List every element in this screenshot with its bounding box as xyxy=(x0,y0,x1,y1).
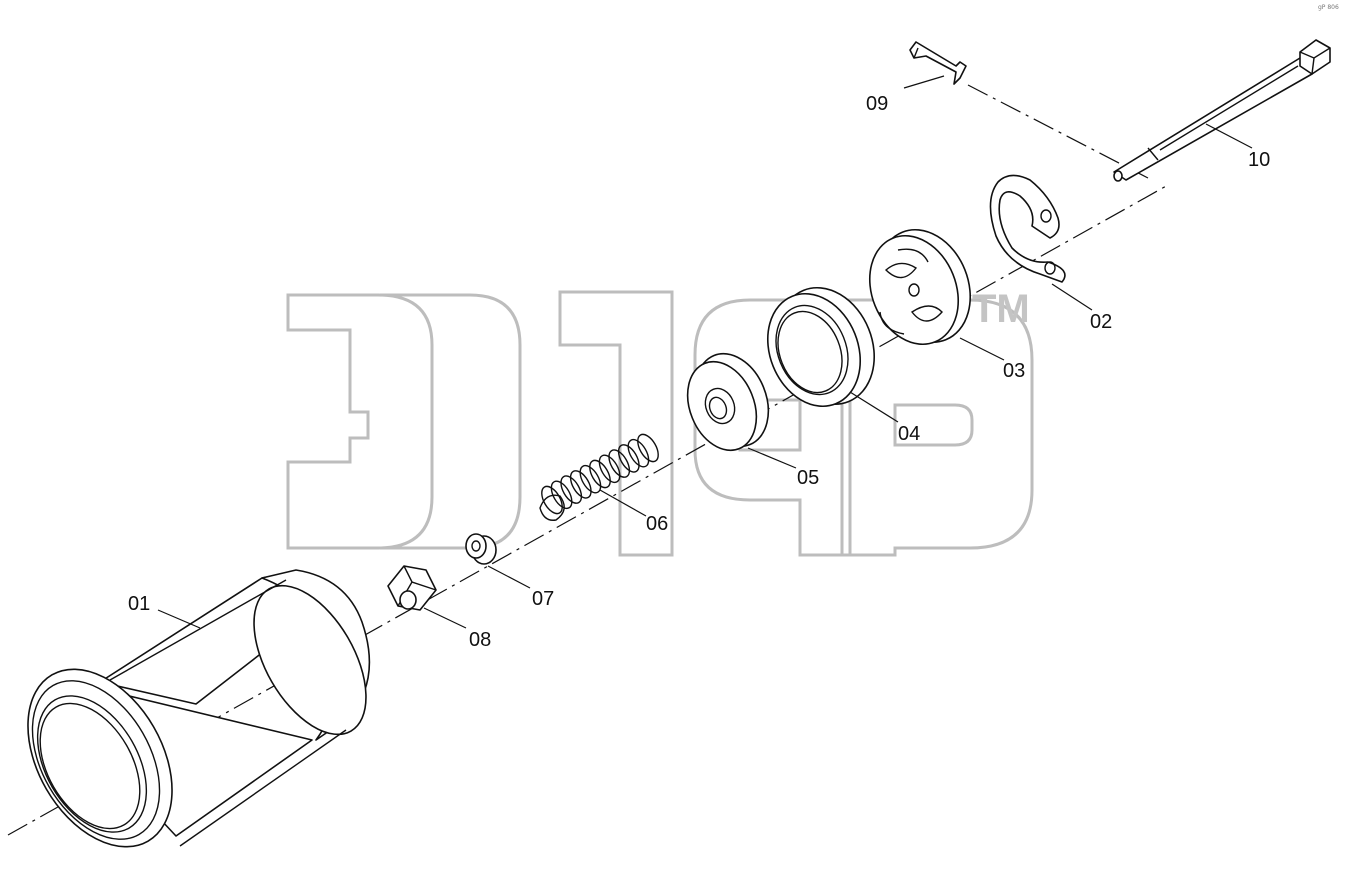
part-04-ring xyxy=(766,286,876,408)
part-08-hex-nut xyxy=(387,565,437,611)
label-01: 01 xyxy=(128,593,150,615)
part-05-disc xyxy=(686,352,770,452)
part-02-circlip xyxy=(989,174,1066,283)
part-03-valve-plate xyxy=(868,228,972,346)
label-06: 06 xyxy=(646,513,668,535)
watermark-tm: TM xyxy=(972,287,1030,331)
label-04: 04 xyxy=(898,423,920,445)
part-06-spring xyxy=(539,433,659,521)
spring-coil xyxy=(617,444,640,473)
pin-axis xyxy=(967,84,1149,179)
part-07-washer xyxy=(465,533,497,565)
spring-coil xyxy=(569,470,592,499)
part-01-sleeve xyxy=(27,569,371,848)
part-10-rod xyxy=(1113,39,1331,182)
part-labels: 01 02 03 04 05 06 07 08 09 10 xyxy=(128,93,1270,651)
label-05: 05 xyxy=(797,467,819,489)
spring-coil xyxy=(541,485,563,515)
label-09: 09 xyxy=(866,93,888,115)
spring-coil xyxy=(589,459,611,489)
spring-coil xyxy=(560,475,583,504)
label-07: 07 xyxy=(532,588,554,610)
spring-coil xyxy=(598,454,621,484)
part-09-split-pin xyxy=(909,41,967,85)
spring-coil xyxy=(608,449,631,478)
label-03: 03 xyxy=(1003,360,1025,382)
label-08: 08 xyxy=(469,629,491,651)
spring-coil xyxy=(627,438,650,468)
spring-coil xyxy=(579,464,602,494)
corner-mark: gP 806 xyxy=(1318,4,1339,11)
leader-lines xyxy=(157,75,1253,629)
spring-coil xyxy=(637,433,659,463)
spring-coil xyxy=(550,480,573,510)
label-10: 10 xyxy=(1248,149,1270,171)
label-02: 02 xyxy=(1090,311,1112,333)
